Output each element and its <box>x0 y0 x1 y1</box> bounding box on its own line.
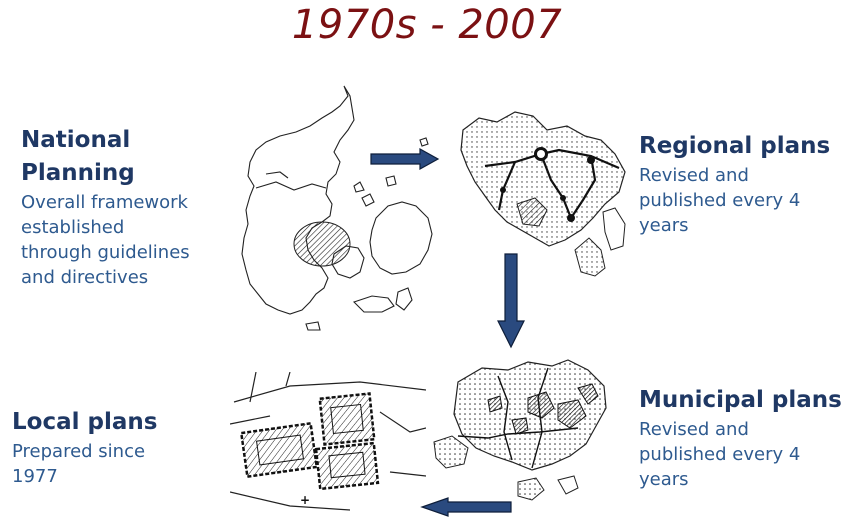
svg-text:+: + <box>300 493 310 507</box>
regional-plans-title: Regional plans <box>639 133 831 159</box>
national-planning-desc-line1: Overall framework <box>21 192 188 213</box>
municipal-plans-title: Municipal plans <box>639 387 842 413</box>
national-planning-desc-line4: and directives <box>21 267 149 288</box>
municipal-plans-desc-line3: years <box>639 469 689 490</box>
national-planning-label: National Planning Overall framework esta… <box>21 124 236 290</box>
regional-plans-label: Regional plans Revised and published eve… <box>639 130 849 238</box>
local-plans-desc-line1: Prepared since <box>12 441 146 462</box>
arrow-right-icon <box>370 148 440 170</box>
arrow-down-icon <box>497 253 525 349</box>
local-plans-title: Local plans <box>12 409 158 435</box>
local-plans-desc-line2: 1977 <box>12 466 58 487</box>
national-planning-desc-line3: through guidelines <box>21 242 190 263</box>
regional-plans-desc-line3: years <box>639 215 689 236</box>
municipal-map-image <box>433 359 607 501</box>
local-plan-image: + <box>230 372 426 511</box>
slide-title: 1970s - 2007 <box>291 2 563 48</box>
national-planning-title-line1: National <box>21 127 131 153</box>
municipal-plans-desc-line2: published every 4 <box>639 444 801 465</box>
regional-plans-desc-line1: Revised and <box>639 165 749 186</box>
arrow-left-icon <box>420 497 512 517</box>
denmark-map-image <box>241 85 433 331</box>
local-plans-label: Local plans Prepared since 1977 <box>12 406 202 489</box>
regional-plans-desc-line2: published every 4 <box>639 190 801 211</box>
national-planning-title-line2: Planning <box>21 160 135 186</box>
municipal-plans-desc-line1: Revised and <box>639 419 749 440</box>
regional-map-image <box>460 111 626 277</box>
national-planning-desc-line2: established <box>21 217 125 238</box>
municipal-plans-label: Municipal plans Revised and published ev… <box>639 384 854 492</box>
